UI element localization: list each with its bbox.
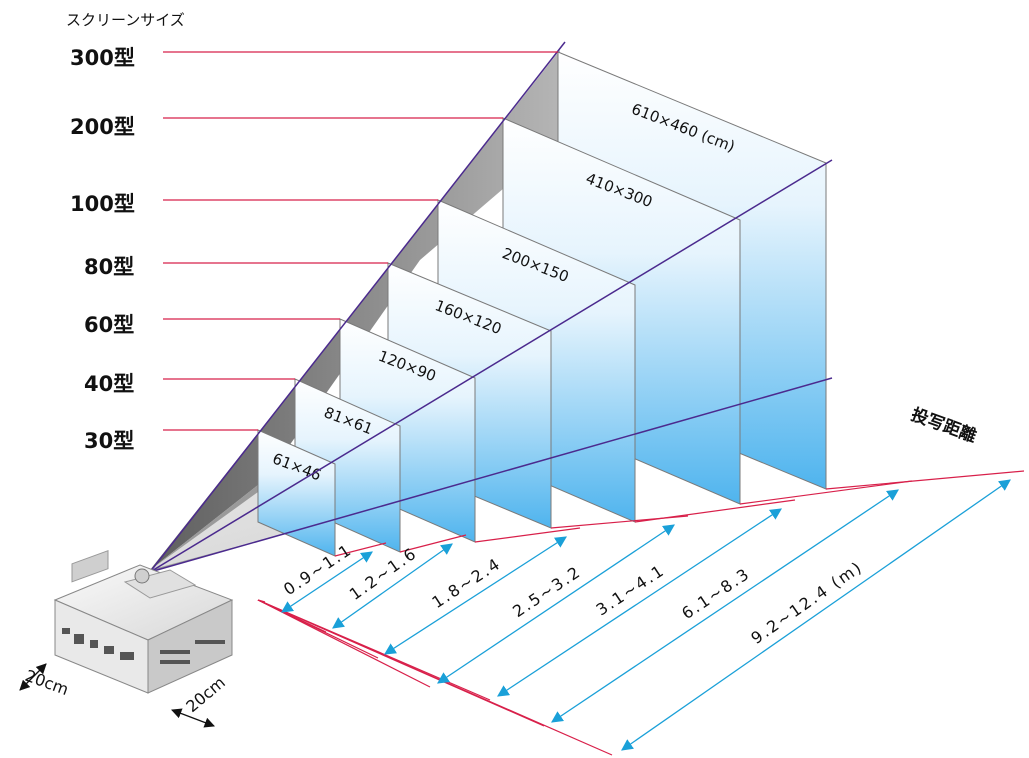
screen-size-label: 60型 [84,313,134,337]
distance-label: 2.5~3.2 [509,562,585,621]
distance-baseline [257,599,491,701]
distance-baseline [257,599,327,633]
distance-reference-line [825,470,1025,490]
screen-size-label: 30型 [84,429,134,453]
projector-icon [53,550,234,694]
distance-arrow [384,536,567,655]
distance-arrow [437,524,675,684]
screen-size-label: 200型 [70,115,135,139]
double-arrow-icon [19,663,47,691]
distance-reference-line [474,527,581,543]
distance-label: 1.8~2.4 [428,554,504,612]
double-arrow-icon [171,708,215,728]
distance-label: 3.1~4.1 [593,560,669,619]
distance-reference-line [550,515,689,529]
screen-size-header: スクリーンサイズ [66,11,185,29]
footprint-width-label: 20cm [23,666,72,699]
distance-baseline [257,599,266,603]
screen-size-label: 300型 [70,46,135,70]
screen-size-label: 100型 [70,192,135,216]
screen-size-label: 80型 [84,255,134,279]
frustum-lines [149,41,833,573]
distance-label: 9.2~12.4 (m) [747,557,866,648]
distance-arrow [621,479,1011,751]
distance-arrow [332,543,453,629]
projection-distance-label: 投写距離 [908,404,979,447]
distance-label: 6.1~8.3 [678,564,754,623]
screen-size-label: 40型 [84,372,134,396]
footprint-depth-label: 20cm [182,673,228,716]
distance-arrow [281,551,373,613]
